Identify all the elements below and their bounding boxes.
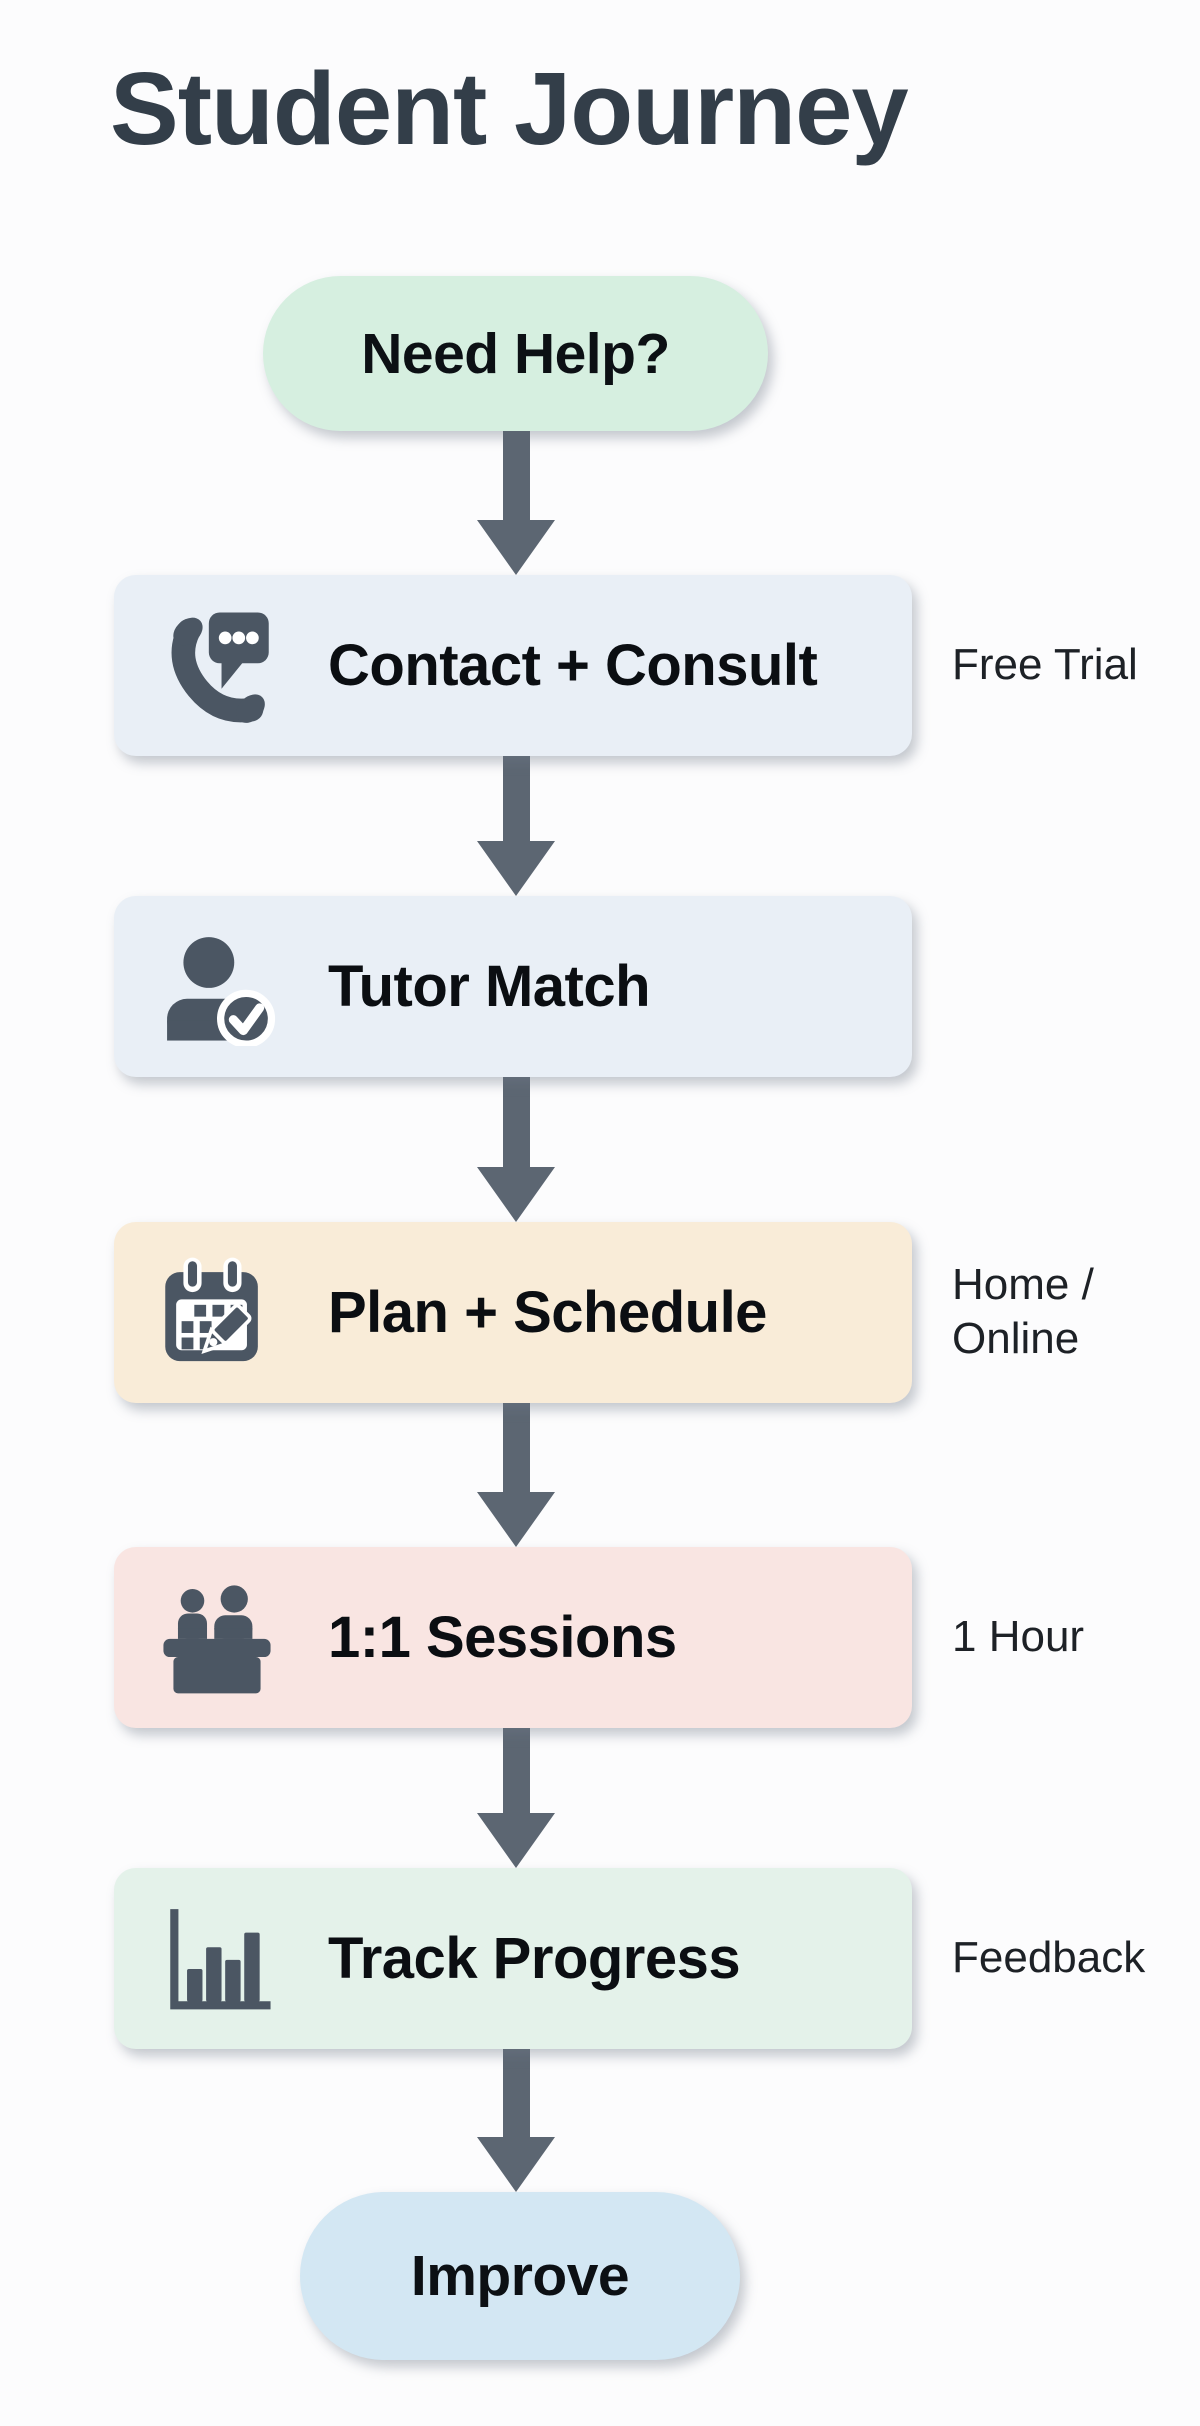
flow-step-tutor-match: Tutor Match	[114, 896, 912, 1077]
phone-chat-icon	[158, 607, 276, 725]
flow-node-end: Improve	[300, 2192, 740, 2360]
arrow-down-icon	[477, 1403, 555, 1547]
desk-people-icon	[158, 1579, 276, 1697]
note-line: Online	[952, 1313, 1080, 1363]
flow-node-end-label: Improve	[410, 2244, 630, 2308]
arrow-head	[477, 520, 555, 575]
arrow-down-icon	[477, 431, 555, 575]
arrow-head	[477, 1167, 555, 1222]
step-note-one-hour: 1 Hour	[952, 1610, 1084, 1664]
arrow-stem	[502, 756, 530, 841]
arrow-down-icon	[477, 756, 555, 896]
arrow-head	[477, 1813, 555, 1868]
flow-step-label: Track Progress	[328, 1926, 741, 1991]
step-note-free-trial: Free Trial	[952, 638, 1138, 692]
arrow-stem	[502, 2049, 530, 2137]
step-note-home-online: Home / Online	[952, 1258, 1094, 1365]
flow-node-start-label: Need Help?	[361, 321, 670, 386]
flow-node-start: Need Help?	[263, 276, 768, 431]
arrow-stem	[502, 431, 530, 520]
arrow-down-icon	[477, 2049, 555, 2192]
arrow-down-icon	[477, 1728, 555, 1868]
person-check-icon	[158, 928, 276, 1046]
note-line: Free Trial	[952, 640, 1138, 689]
flow-step-label: Contact + Consult	[328, 633, 818, 698]
note-line: 1 Hour	[952, 1612, 1085, 1661]
arrow-head	[477, 2137, 555, 2192]
arrow-stem	[502, 1403, 530, 1492]
step-note-feedback: Feedback	[952, 1931, 1145, 1985]
flow-step-track-progress: Track Progress	[114, 1868, 912, 2049]
note-line: Home /	[952, 1260, 1094, 1309]
arrow-down-icon	[477, 1077, 555, 1222]
flow-step-label: Plan + Schedule	[328, 1280, 767, 1345]
flow-step-label: Tutor Match	[328, 954, 651, 1019]
flow-step-sessions: 1:1 Sessions	[114, 1547, 912, 1728]
flow-step-label: 1:1 Sessions	[328, 1605, 677, 1670]
page-title: Student Journey	[110, 51, 909, 166]
arrow-stem	[502, 1077, 530, 1167]
arrow-head	[477, 841, 555, 896]
bar-chart-icon	[158, 1900, 276, 2018]
flow-step-plan-schedule: Plan + Schedule	[114, 1222, 912, 1403]
note-line: Feedback	[952, 1933, 1146, 1982]
arrow-head	[477, 1492, 555, 1547]
flow-step-contact-consult: Contact + Consult	[114, 575, 912, 756]
calendar-pencil-icon	[158, 1254, 276, 1372]
arrow-stem	[502, 1728, 530, 1813]
